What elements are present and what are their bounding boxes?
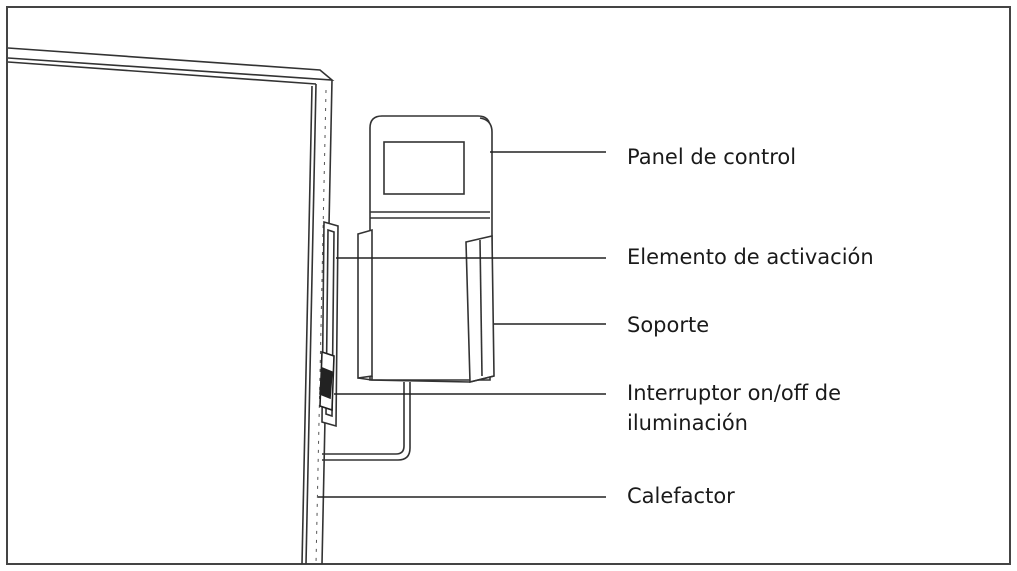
label-interruptor-line1: Interruptor on/off de [627,381,842,405]
outer-frame [6,6,1011,565]
light-switch [319,350,335,412]
leader-lines [318,151,606,498]
cable [322,382,411,461]
holder [357,228,495,384]
label-panel-de-control: Panel de control [627,145,797,169]
label-interruptor-line2: iluminación [627,411,748,435]
label-calefactor: Calefactor [627,484,735,508]
control-panel-device [369,115,493,381]
heater-body [7,47,335,565]
label-interruptor: Interruptor on/off de iluminación [627,378,841,438]
label-elemento-de-activacion: Elemento de activación [627,245,874,269]
label-soporte: Soporte [627,313,710,337]
